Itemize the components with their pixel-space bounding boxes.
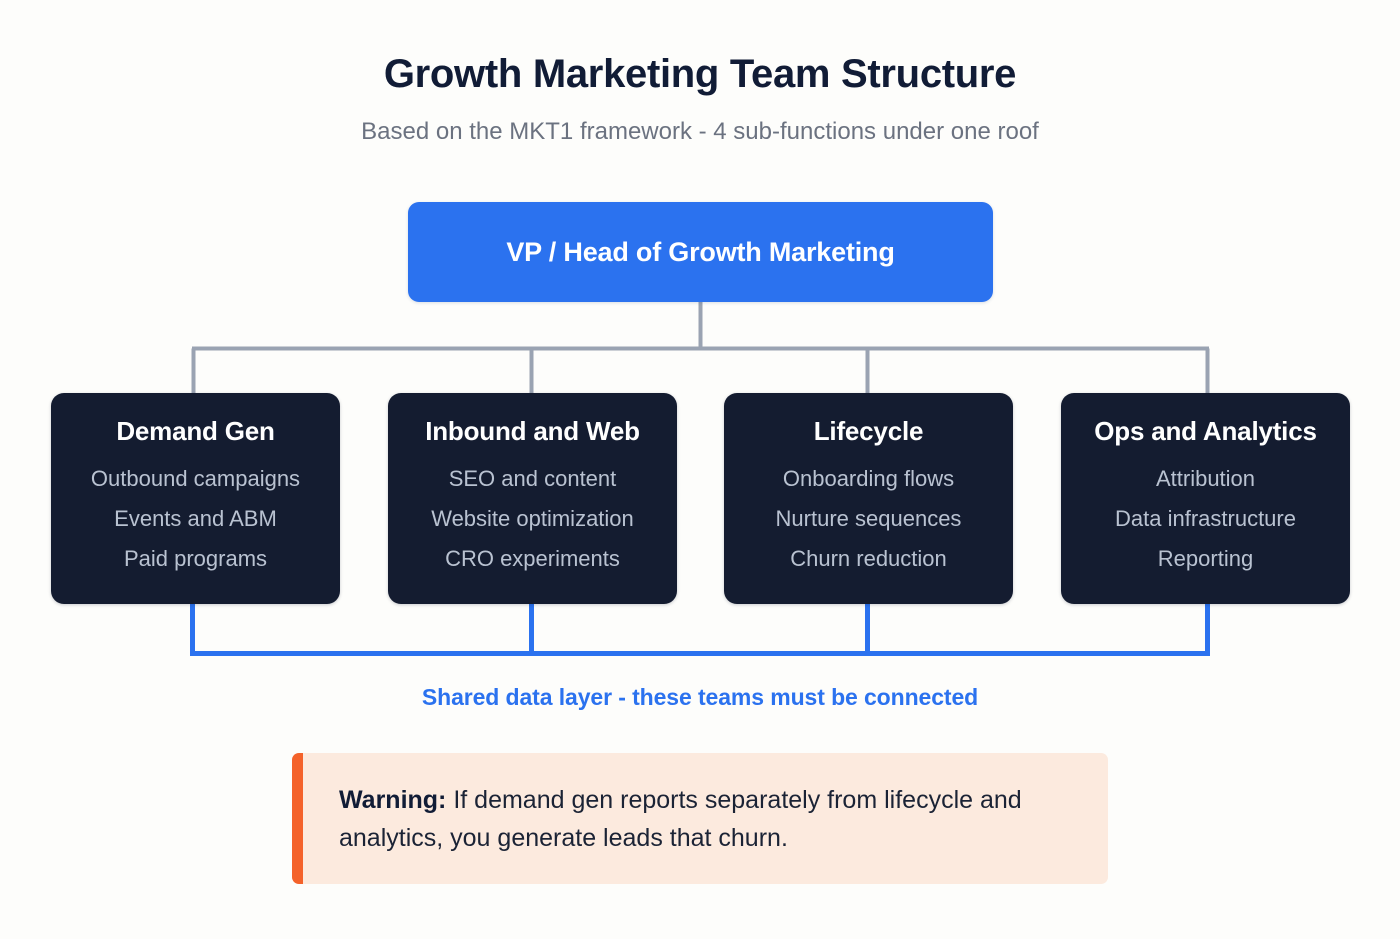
list-item: Events and ABM [114, 505, 277, 531]
node-lifecycle-items: Onboarding flows Nurture sequences Churn… [776, 459, 962, 579]
node-vp-head-of-growth-marketing[interactable]: VP / Head of Growth Marketing [408, 202, 993, 302]
list-item: Reporting [1157, 545, 1254, 571]
node-ops-and-analytics[interactable]: Ops and Analytics Attribution Data infra… [1061, 393, 1350, 604]
node-demand-gen[interactable]: Demand Gen Outbound campaigns Events and… [51, 393, 340, 604]
node-demand-gen-items: Outbound campaigns Events and ABM Paid p… [91, 459, 300, 579]
list-item: Data infrastructure [1115, 505, 1296, 531]
warning-text: Warning: If demand gen reports separatel… [339, 753, 1079, 884]
list-item: Onboarding flows [782, 465, 955, 491]
shared-data-layer-bracket [190, 604, 1210, 656]
list-item: Attribution [1155, 465, 1256, 491]
node-vp-label: VP / Head of Growth Marketing [506, 236, 895, 267]
page-title: Growth Marketing Team Structure [383, 52, 1017, 96]
list-item: Website optimization [431, 505, 634, 531]
node-demand-gen-title: Demand Gen [116, 416, 275, 446]
node-lifecycle-title: Lifecycle [813, 416, 924, 446]
warning-accent-bar [292, 753, 303, 884]
list-item: Nurture sequences [775, 505, 962, 531]
shared-data-layer-label: Shared data layer - these teams must be … [421, 684, 979, 710]
node-ops-and-analytics-items: Attribution Data infrastructure Reportin… [1115, 459, 1296, 579]
warning-body: If demand gen reports separately from li… [339, 785, 1022, 852]
list-item: Paid programs [123, 545, 268, 571]
node-lifecycle[interactable]: Lifecycle Onboarding flows Nurture seque… [724, 393, 1013, 604]
list-item: Outbound campaigns [90, 465, 301, 491]
list-item: Churn reduction [790, 545, 947, 571]
node-inbound-and-web-items: SEO and content Website optimization CRO… [431, 459, 634, 579]
page-subtitle: Based on the MKT1 framework - 4 sub-func… [361, 118, 1039, 145]
node-ops-and-analytics-title: Ops and Analytics [1094, 416, 1317, 446]
node-inbound-and-web-title: Inbound and Web [425, 416, 640, 446]
node-inbound-and-web[interactable]: Inbound and Web SEO and content Website … [388, 393, 677, 604]
warning-callout: Warning: If demand gen reports separatel… [292, 753, 1108, 884]
warning-label: Warning: [339, 785, 447, 814]
list-item: CRO experiments [445, 545, 620, 571]
list-item: SEO and content [448, 465, 617, 491]
hierarchy-connectors [191, 302, 1210, 393]
